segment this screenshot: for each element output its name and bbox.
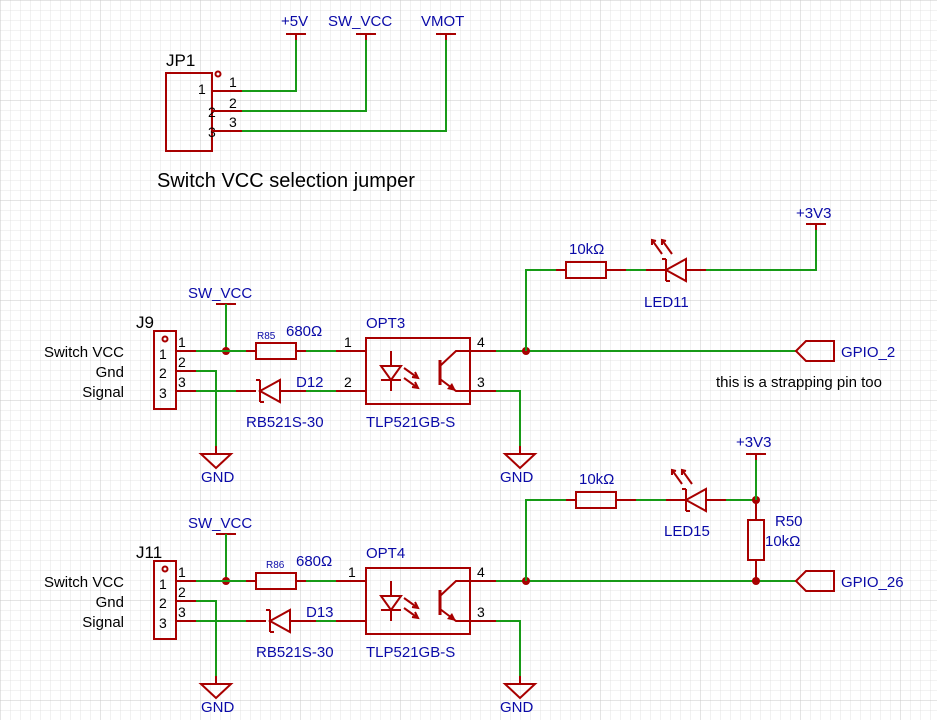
strapping-note: this is a strapping pin too — [716, 374, 882, 391]
led-resistor-value: 10kΩ — [579, 471, 614, 488]
opto-ref: OPT3 — [366, 315, 405, 332]
diode-part: RB521S-30 — [246, 414, 324, 431]
connector-label-vcc: Switch VCC — [44, 344, 124, 361]
net-label-sw-vcc: SW_VCC — [328, 13, 392, 30]
jumper-jp1[interactable]: JP1 1 2 3 1 2 3 — [165, 51, 242, 152]
pin1-marker — [161, 335, 169, 343]
svg-text:+3V3: +3V3 — [796, 205, 831, 222]
opto-pin-3: 3 — [477, 604, 485, 620]
resistor-ref: R86 — [266, 560, 285, 571]
connector-pin-1-inner: 1 — [159, 346, 167, 362]
svg-text:+3V3: +3V3 — [736, 434, 771, 451]
svg-text:GPIO_2: GPIO_2 — [841, 344, 895, 361]
connector-ref: J11 — [136, 543, 162, 562]
wire-vmot — [242, 34, 447, 132]
svg-text:GND: GND — [500, 699, 534, 716]
pullup-ref: R50 — [775, 513, 803, 530]
gpio-port-gpio-2[interactable]: GPIO_2 — [794, 340, 895, 362]
connector-pin-3: 3 — [178, 604, 186, 620]
jumper-pin-1: 1 — [229, 74, 237, 90]
led-ref: LED11 — [644, 294, 689, 311]
svg-text:GND: GND — [500, 469, 534, 486]
net-label-5v: +5V — [281, 13, 308, 30]
connector-label-signal: Signal — [82, 384, 124, 401]
connector-pin-2-inner: 2 — [159, 365, 167, 381]
jumper-ref: JP1 — [166, 51, 195, 70]
connector-pin-3: 3 — [178, 374, 186, 390]
opto-pin-4: 4 — [477, 564, 485, 580]
optocoupler-opt3[interactable] — [365, 337, 471, 405]
led-ref: LED15 — [664, 523, 710, 540]
opto-part: TLP521GB-S — [366, 414, 455, 431]
connector-pin-2: 2 — [178, 354, 186, 370]
gnd-symbol-left: GND — [198, 676, 235, 716]
supply-net-label: SW_VCC — [188, 515, 252, 532]
opto-pin-1: 1 — [344, 334, 352, 350]
svg-text:GPIO_26: GPIO_26 — [841, 574, 904, 591]
connector-pin-1-inner: 1 — [159, 576, 167, 592]
net-label-vmot: VMOT — [421, 13, 464, 30]
gnd-symbol-left: GND — [198, 446, 235, 486]
led-supply-flag: +3V3 — [796, 205, 831, 230]
diode-part: RB521S-30 — [256, 644, 334, 661]
connector-label-signal: Signal — [82, 614, 124, 631]
led-led15[interactable] — [671, 468, 707, 513]
jumper-pin-3: 3 — [229, 114, 237, 130]
resistor-value: 680Ω — [286, 323, 322, 340]
svg-text:GND: GND — [201, 699, 235, 716]
wire-sw-vcc — [242, 34, 367, 112]
opto-pin-1: 1 — [348, 564, 356, 580]
connector-j9[interactable]: J9 1 2 3 1 2 3 Switch VCC Gnd Signal — [44, 313, 196, 410]
resistor-value: 680Ω — [296, 553, 332, 570]
power-flag-vmot: VMOT — [421, 13, 464, 40]
connector-pin-2: 2 — [178, 584, 186, 600]
pin1-marker — [161, 565, 169, 573]
jumper-pin-2: 2 — [229, 95, 237, 111]
wire-5v — [242, 34, 297, 92]
opto-body — [365, 567, 471, 635]
connector-pin-1: 1 — [178, 564, 186, 580]
channel-1: J9 1 2 3 1 2 3 Switch VCC Gnd Signal SW_… — [44, 205, 895, 486]
supply-net-label: SW_VCC — [188, 285, 252, 302]
opto-body — [365, 337, 471, 405]
connector-pin-1: 1 — [178, 334, 186, 350]
diode-ref: D12 — [296, 374, 324, 391]
connector-pin-3-inner: 3 — [159, 615, 167, 631]
svg-text:GND: GND — [201, 469, 235, 486]
jumper-caption: Switch VCC selection jumper — [157, 170, 415, 192]
pullup-value: 10kΩ — [765, 533, 800, 550]
resistor-ref: R85 — [257, 331, 276, 342]
jumper-pin-1-inner: 1 — [198, 81, 206, 97]
optocoupler-opt4[interactable] — [365, 567, 471, 635]
opto-pin-3: 3 — [477, 374, 485, 390]
channel-2: J11 1 2 3 1 2 3 Switch VCC Gnd Signal SW… — [44, 434, 904, 716]
pin1-marker — [214, 70, 222, 78]
led-supply-flag: +3V3 — [736, 434, 771, 460]
opto-ref: OPT4 — [366, 545, 405, 562]
power-flag-5v: +5V — [281, 13, 308, 40]
led-resistor-value: 10kΩ — [569, 241, 604, 258]
connector-label-vcc: Switch VCC — [44, 574, 124, 591]
connector-pin-2-inner: 2 — [159, 595, 167, 611]
connector-label-gnd: Gnd — [96, 364, 124, 381]
led-led11[interactable] — [651, 238, 687, 283]
connector-label-gnd: Gnd — [96, 594, 124, 611]
opto-part: TLP521GB-S — [366, 644, 455, 661]
gnd-symbol-right: GND — [500, 446, 538, 486]
opto-pin-4: 4 — [477, 334, 485, 350]
power-flag-sw-vcc: SW_VCC — [328, 13, 392, 40]
gpio-port-gpio-26[interactable]: GPIO_26 — [794, 570, 904, 592]
connector-pin-3-inner: 3 — [159, 385, 167, 401]
opto-pin-2: 2 — [344, 374, 352, 390]
connector-j11[interactable]: J11 1 2 3 1 2 3 Switch VCC Gnd Signal — [44, 543, 196, 640]
connector-ref: J9 — [136, 313, 154, 332]
gnd-symbol-right: GND — [500, 676, 538, 716]
diode-ref: D13 — [306, 604, 334, 621]
